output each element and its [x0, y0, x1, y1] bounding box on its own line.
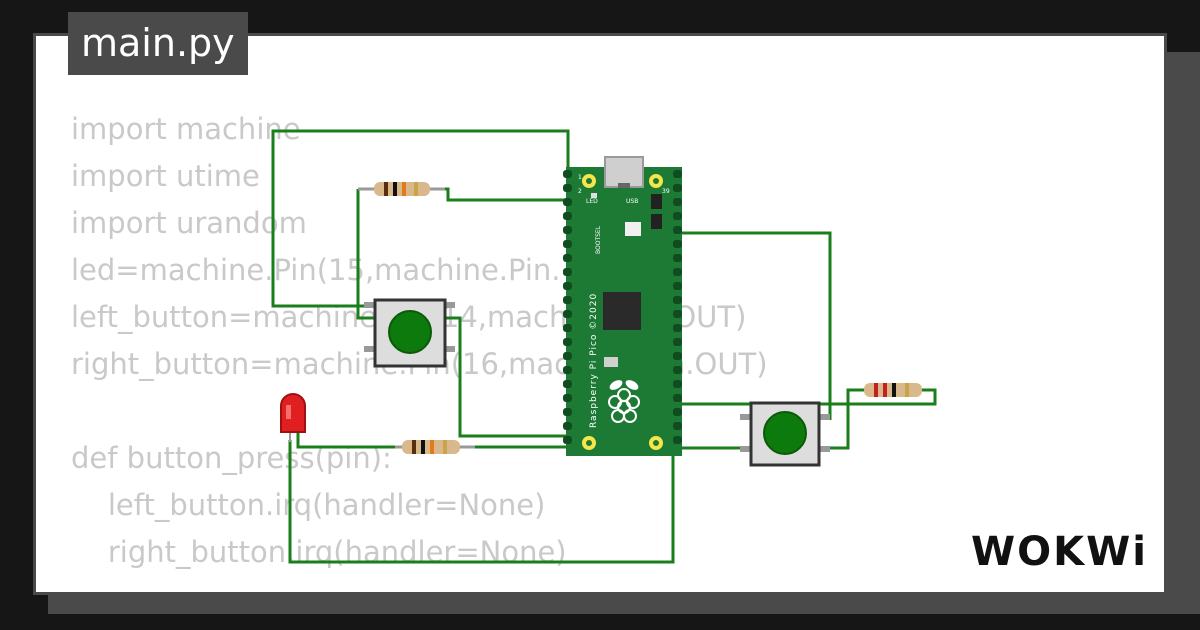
board-pin[interactable]: [563, 310, 572, 318]
board-pin[interactable]: [673, 198, 682, 206]
wire-resistor1: [430, 187, 568, 202]
board-pin[interactable]: [673, 268, 682, 276]
board-pin[interactable]: [673, 184, 682, 192]
board-pin[interactable]: [563, 352, 572, 360]
board-pin[interactable]: [563, 282, 572, 290]
red-led[interactable]: [280, 393, 306, 442]
board-pin[interactable]: [563, 338, 572, 346]
code-line: import utime: [71, 159, 260, 193]
board-pin[interactable]: [673, 254, 682, 262]
board-pin[interactable]: [673, 212, 682, 220]
code-line: led=machine.Pin(15,machine.Pin.: [71, 253, 561, 287]
board-pin[interactable]: [563, 408, 572, 416]
board-pin[interactable]: [563, 240, 572, 248]
board-pin[interactable]: [673, 282, 682, 290]
board-pin[interactable]: [563, 296, 572, 304]
board-pin[interactable]: [673, 240, 682, 248]
board-pin[interactable]: [673, 324, 682, 332]
board-pin[interactable]: [563, 198, 572, 206]
pin-label-2: 2: [578, 188, 582, 195]
wire-right-top: [680, 231, 832, 420]
board-pin[interactable]: [673, 436, 682, 444]
led-label: LED: [586, 198, 598, 205]
board-pin[interactable]: [673, 394, 682, 402]
wire-left-button: [445, 316, 568, 438]
raspberry-logo-icon: [608, 380, 640, 423]
file-tab[interactable]: main.py: [68, 12, 248, 75]
left-push-button[interactable]: [364, 298, 455, 368]
pico-board[interactable]: USB LED 1 2 39 BOOTSEL Raspberry Pi Pico…: [563, 156, 682, 456]
board-pins: [563, 170, 682, 444]
wire-led: [296, 430, 410, 449]
wokwi-logo: WOKWi: [971, 529, 1148, 575]
bootsel-button: [625, 222, 641, 236]
resistor-2[interactable]: [395, 440, 475, 454]
resistor-1[interactable]: [358, 182, 445, 196]
wire-resistor3-right: [818, 388, 937, 406]
usb-label: USB: [626, 198, 638, 205]
board-pin[interactable]: [563, 436, 572, 444]
wire-bottom-loop: [288, 440, 675, 564]
board-pin[interactable]: [673, 408, 682, 416]
board-name-label: Raspberry Pi Pico ©2020: [589, 293, 599, 428]
board-pin[interactable]: [673, 366, 682, 374]
board-pin[interactable]: [673, 170, 682, 178]
resistor-3[interactable]: [864, 383, 922, 397]
board-pin[interactable]: [563, 324, 572, 332]
board-pin[interactable]: [673, 352, 682, 360]
board-pin[interactable]: [563, 254, 572, 262]
code-line: import machine: [71, 112, 301, 146]
usb-connector: [604, 156, 644, 188]
board-pin[interactable]: [563, 268, 572, 276]
board-pin[interactable]: [563, 380, 572, 388]
board-pin[interactable]: [673, 422, 682, 430]
pin-label-39: 39: [662, 188, 670, 195]
board-pin[interactable]: [673, 338, 682, 346]
board-pin[interactable]: [563, 394, 572, 402]
board-pin[interactable]: [563, 366, 572, 374]
board-pin[interactable]: [673, 380, 682, 388]
bootsel-label: BOOTSEL: [595, 225, 602, 254]
wire-top-loop: [271, 129, 570, 308]
board-pin[interactable]: [563, 170, 572, 178]
board-pin[interactable]: [563, 226, 572, 234]
pin-label-1: 1: [578, 174, 582, 181]
wire-resistor1-left: [356, 189, 378, 320]
board-pin[interactable]: [673, 226, 682, 234]
wire-resistor3: [818, 388, 868, 450]
board-pin[interactable]: [563, 212, 572, 220]
right-push-button[interactable]: [740, 401, 830, 467]
board-pin[interactable]: [673, 296, 682, 304]
code-line: left_button.irq(handler=None): [71, 488, 546, 522]
board-pin[interactable]: [563, 184, 572, 192]
rp2040-chip: [603, 292, 641, 330]
board-pin[interactable]: [563, 422, 572, 430]
board-pin[interactable]: [673, 310, 682, 318]
code-line: import urandom: [71, 206, 307, 240]
